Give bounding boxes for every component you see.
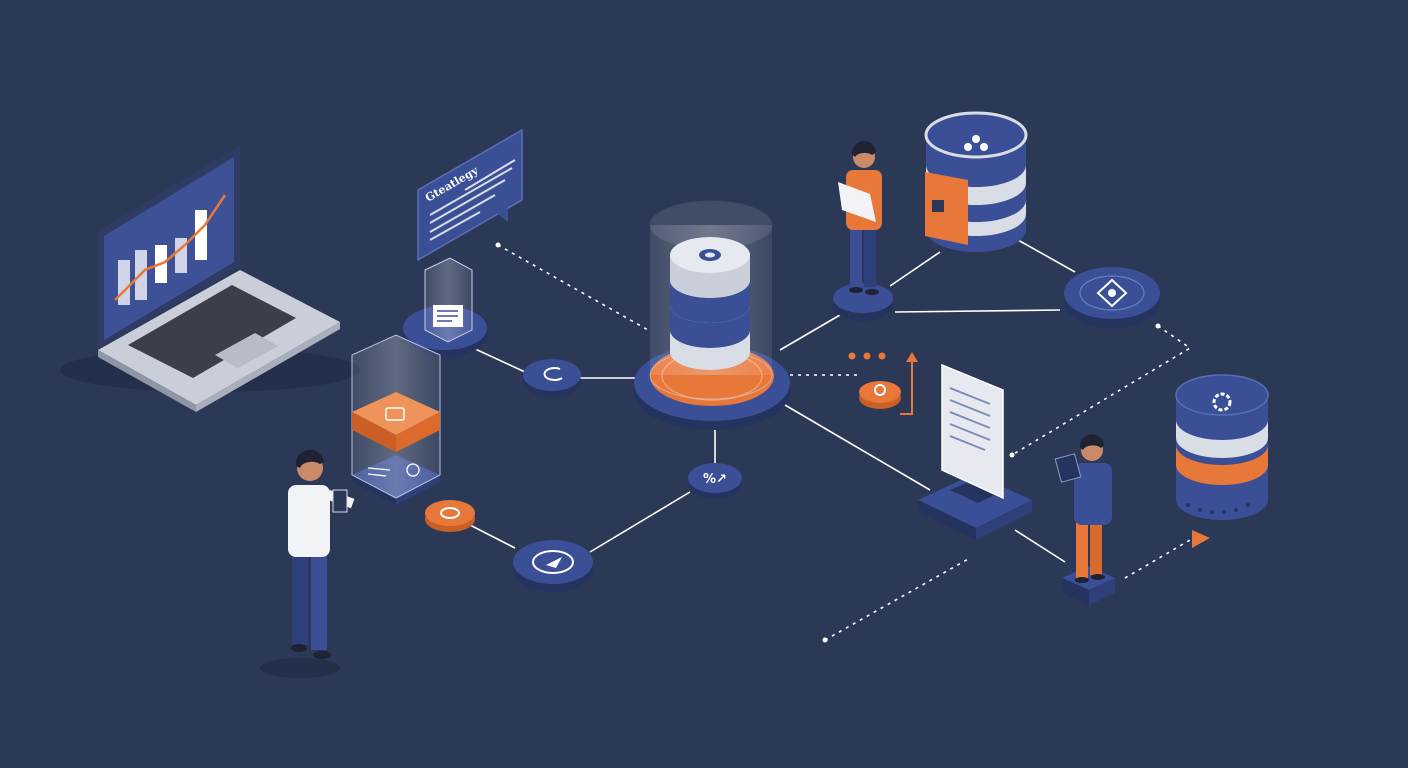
chat-bubble: Gteatlegy bbox=[417, 128, 523, 262]
refresh-icon bbox=[543, 367, 563, 381]
clipboard-icon bbox=[838, 182, 876, 222]
target-node[interactable] bbox=[1064, 267, 1160, 328]
orange-node[interactable] bbox=[425, 500, 475, 532]
send-node[interactable] bbox=[513, 540, 593, 592]
connector-line bbox=[889, 251, 941, 287]
database-icon bbox=[670, 237, 750, 370]
connector-line bbox=[894, 309, 1061, 313]
person-top bbox=[838, 140, 882, 295]
nodes-icon bbox=[964, 135, 988, 151]
tablet-icon bbox=[332, 489, 348, 513]
person-pedestal-top bbox=[833, 283, 893, 321]
connector-line bbox=[784, 404, 931, 491]
glass-document-node bbox=[403, 257, 487, 357]
connector-line bbox=[779, 314, 841, 351]
dashed-line bbox=[824, 557, 971, 641]
connector-line bbox=[1014, 529, 1066, 563]
laptop bbox=[60, 145, 360, 412]
connectors bbox=[444, 239, 1076, 563]
connector-line bbox=[589, 491, 691, 553]
secure-storage-tower bbox=[351, 334, 441, 505]
up-arrow-icon bbox=[900, 352, 918, 415]
percent-arrow-icon: %↗ bbox=[703, 472, 727, 487]
chart-card-icon bbox=[367, 463, 420, 477]
dashed-line bbox=[497, 244, 649, 331]
percent-node[interactable]: %↗ bbox=[688, 463, 742, 499]
person-pedestal-right bbox=[1062, 566, 1115, 605]
document-icon bbox=[433, 305, 463, 327]
typing-dots bbox=[848, 352, 886, 360]
send-icon bbox=[546, 557, 562, 568]
central-database[interactable] bbox=[634, 200, 790, 430]
gear-database[interactable] bbox=[1175, 374, 1269, 520]
dashed-line bbox=[1124, 539, 1191, 579]
nodes-database[interactable] bbox=[924, 111, 1028, 252]
lock-icon bbox=[385, 407, 405, 421]
search-node[interactable] bbox=[859, 381, 901, 409]
refresh-node[interactable] bbox=[523, 359, 581, 397]
kiosk-display bbox=[918, 363, 1032, 540]
connector-line bbox=[469, 524, 516, 549]
connector-dots bbox=[495, 242, 1161, 643]
dashed-connectors bbox=[497, 244, 1192, 641]
play-icon bbox=[1192, 530, 1210, 548]
laptop-chart-icon bbox=[114, 194, 227, 305]
target-icon bbox=[1096, 278, 1128, 308]
dashed-line bbox=[1011, 325, 1192, 456]
tablet-icon bbox=[1054, 453, 1082, 483]
connector-line bbox=[1017, 239, 1076, 273]
search-icon bbox=[874, 384, 886, 396]
person-left bbox=[260, 449, 355, 678]
person-right bbox=[1054, 434, 1112, 583]
gear-icon bbox=[1212, 392, 1232, 412]
